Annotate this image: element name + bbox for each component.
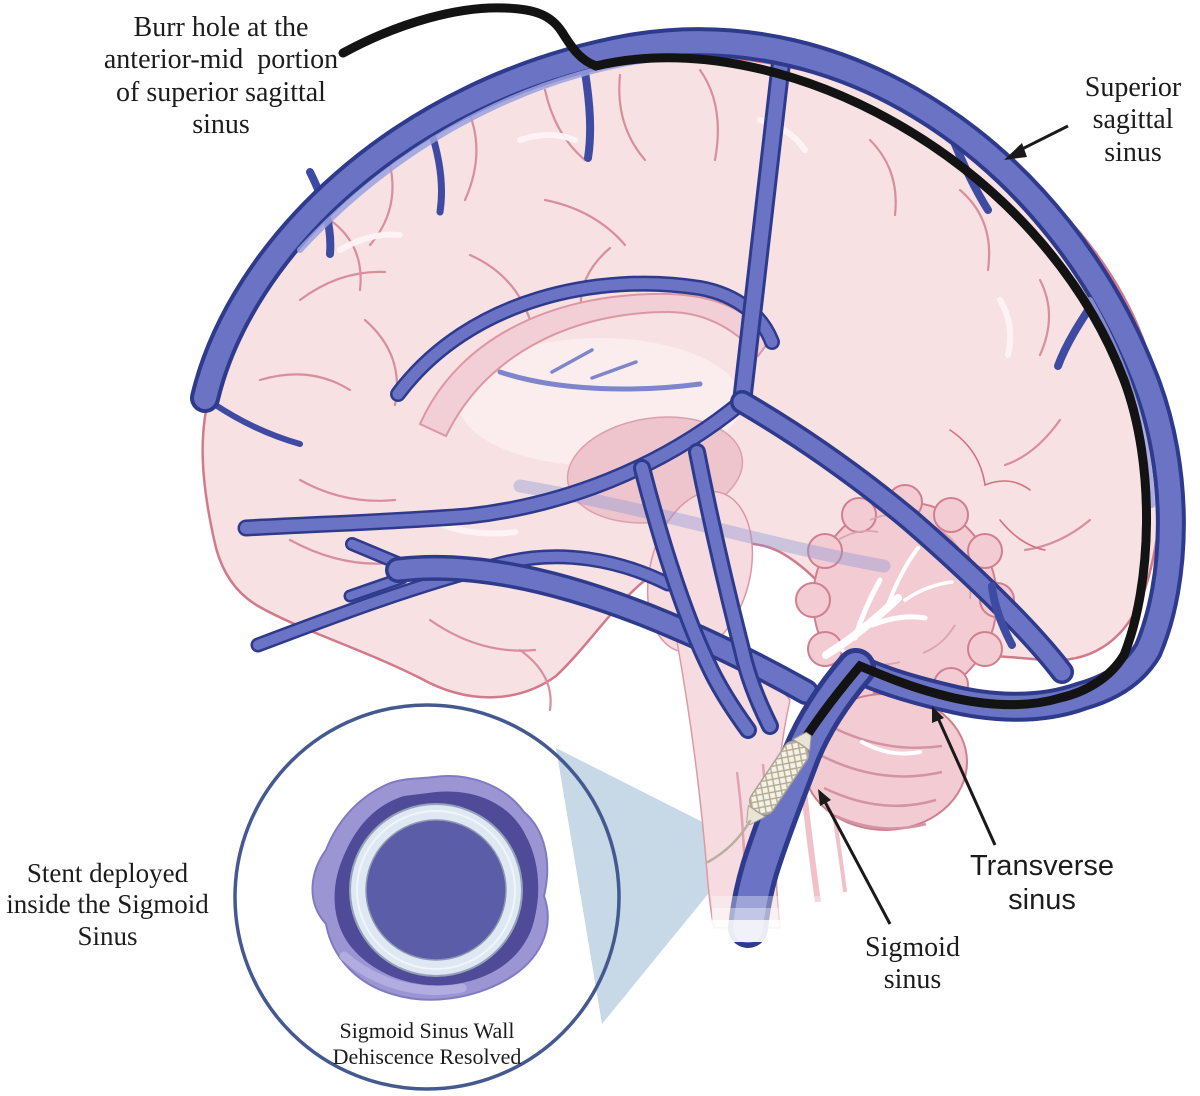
inset-magnifier	[233, 703, 748, 1091]
stent-deployed-label: Stent deployed inside the Sigmoid Sinus	[6, 858, 209, 951]
vessel-lumen	[365, 819, 507, 961]
vessel-wall-rim-highlight	[339, 951, 467, 995]
superior-sagittal-sinus-label: Superior sagittal sinus	[1084, 72, 1182, 168]
annotation-arrows	[818, 124, 1069, 925]
transverse-sinus-label: Transverse sinus	[970, 850, 1114, 916]
stent-device	[746, 731, 812, 826]
cerebellum	[795, 484, 1015, 831]
stent-mesh	[749, 741, 809, 815]
stent-ring-sheen	[356, 810, 516, 970]
internal-cerebral-vein-branches	[550, 348, 638, 380]
superior-sagittal-arrowhead	[1004, 143, 1027, 160]
transverse-arrow	[936, 717, 997, 846]
inset-circle-outline	[233, 703, 621, 1091]
internal-cerebral-vein	[497, 369, 703, 392]
burr-hole-label: Burr hole at the anterior-mid portion of…	[103, 12, 339, 141]
tonsil-stripes	[821, 724, 943, 830]
sigmoid-arrow	[822, 799, 892, 925]
catheter-line	[338, 3, 1152, 742]
sigmoid-sinus-label: Sigmoid sinus	[865, 932, 960, 996]
magnifier-wedge	[556, 748, 748, 1024]
superior-sagittal-arrow	[1015, 124, 1069, 154]
sinus-cross-section	[311, 775, 549, 1001]
jugular-fade	[712, 896, 852, 942]
sigmoid-arrowhead	[818, 789, 831, 806]
transverse-arrowhead	[932, 706, 944, 723]
inset-caption: Sigmoid Sinus Wall Dehiscence Resolved	[332, 1018, 522, 1069]
stent-guidewire	[706, 819, 752, 864]
tonsil-highlight	[860, 740, 922, 756]
